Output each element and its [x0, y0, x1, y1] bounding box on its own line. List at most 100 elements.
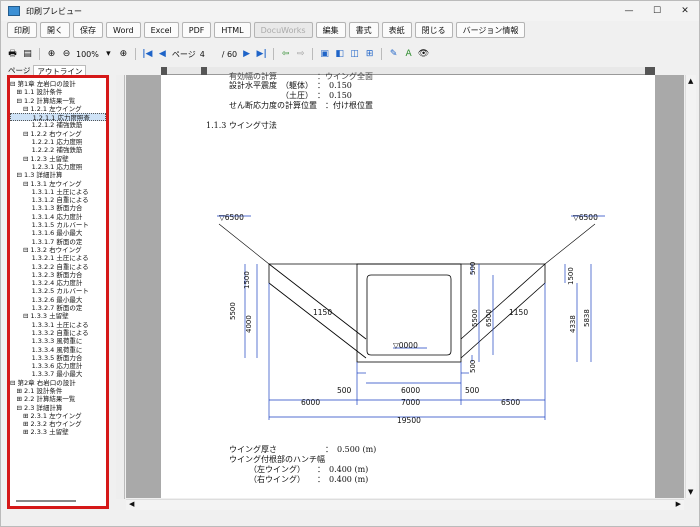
outline-item[interactable]: 1.3.3.2 自重による	[10, 328, 89, 337]
slope-right-label: 1150	[509, 308, 528, 317]
outline-item[interactable]: ⊞ 2.1 設計条件	[10, 386, 63, 395]
horizontal-ruler	[161, 67, 655, 75]
back-icon[interactable]: ⇦	[281, 49, 290, 59]
outline-item[interactable]: ⊟ 1.3.3 土留壁	[10, 312, 69, 321]
open-button[interactable]: 開く	[40, 22, 70, 38]
outline-item[interactable]: 1.3.1.5 カルバート	[10, 221, 89, 230]
excel-button[interactable]: Excel	[143, 22, 179, 38]
tab-page[interactable]: ページ	[8, 66, 31, 75]
right-dim-1: 1500	[567, 267, 575, 285]
word-button[interactable]: Word	[106, 22, 141, 38]
print-button[interactable]: 印刷	[7, 22, 37, 38]
outline-item[interactable]: 1.3.2.3 断面力合	[10, 270, 83, 279]
wing-dimension-drawing: ▽6500 ▽6500 ▽0000 1150 1150 500 6000 500…	[217, 213, 605, 425]
forward-icon[interactable]: ⇨	[296, 49, 305, 59]
right-dim-2: 4338	[569, 315, 577, 333]
html-button[interactable]: HTML	[214, 22, 251, 38]
outline-item[interactable]: 1.3.3.1 土圧による	[10, 320, 89, 329]
inner-level-label: ▽0000	[393, 341, 418, 350]
page-foot-4: （右ウイング） ： 0.400 (m)	[229, 475, 369, 484]
dim-bottom-1a: 500	[337, 386, 352, 395]
outline-item[interactable]: 1.2.3.1 応力度照	[10, 162, 83, 171]
outline-item[interactable]: ⊟ 2.3 詳細計算	[10, 403, 63, 412]
outline-item[interactable]: 1.2.1.1 応力度照査	[10, 113, 106, 122]
outline-item[interactable]: 1.3.1.7 断面の定	[10, 237, 83, 246]
main-toolbar: 印刷 開く 保存 Word Excel PDF HTML DocuWorks 編…	[7, 22, 526, 39]
single-page-icon[interactable]: ▣	[320, 49, 329, 59]
page-line-0: 有効幅の計算 ：ウイング全面	[229, 72, 373, 81]
last-page-icon[interactable]: ▶|	[256, 49, 267, 59]
outline-item[interactable]: ⊞ 2.2 計算結果一覧	[10, 395, 76, 404]
page-foot-3: （左ウイング） ： 0.400 (m)	[229, 465, 369, 474]
minimize-button[interactable]: —	[624, 6, 634, 16]
format-button[interactable]: 書式	[348, 22, 379, 38]
cover-button[interactable]: 表紙	[381, 22, 412, 38]
outline-item[interactable]: 1.3.2.5 カルバート	[10, 287, 89, 296]
outline-item[interactable]: ⊞ 1.1 設計条件	[10, 88, 63, 97]
close-button[interactable]: ✕	[681, 6, 689, 16]
outline-item[interactable]: ⊟ 1.2 計算結果一覧	[10, 96, 76, 105]
outline-item[interactable]: 1.3.3.6 応力度計	[10, 362, 83, 371]
outline-item[interactable]: ⊟ 1.2.3 土留壁	[10, 154, 69, 163]
docuworks-button[interactable]: DocuWorks	[253, 22, 313, 38]
page-setup-icon[interactable]: ▤	[23, 49, 32, 59]
outline-item[interactable]: 1.3.1.3 断面力合	[10, 204, 83, 213]
next-page-icon[interactable]: ▶	[243, 49, 251, 59]
outline-item[interactable]: 1.3.2.7 断面の定	[10, 304, 83, 313]
edit-button[interactable]: 編集	[315, 22, 346, 38]
view-icon[interactable]: 👁	[417, 49, 430, 59]
outline-item[interactable]: 1.3.3.7 最小最大	[10, 370, 83, 379]
vertical-scrollbar[interactable]: ▲ ▼	[685, 75, 696, 498]
outline-item[interactable]: ⊟ 1.3.1 左ウイング	[10, 179, 82, 188]
outline-item[interactable]: ⊞ 2.3.1 左ウイング	[10, 411, 82, 420]
outline-item[interactable]: 1.3.2.1 土圧による	[10, 254, 89, 263]
zoom-in-icon[interactable]: ⊕	[47, 49, 56, 59]
outline-item[interactable]: ⊟ 1.2.1 左ウイング	[10, 104, 82, 113]
outline-item[interactable]: ⊞ 2.3.3 土留壁	[10, 428, 69, 437]
page-line-1: 設計水平震度 （躯体） ： 0.150	[229, 81, 352, 90]
outline-item[interactable]: ⊟ 1.3 詳細計算	[10, 171, 63, 180]
outline-item[interactable]: 1.3.2.4 応力度計	[10, 279, 83, 288]
outline-item[interactable]: 1.3.2.2 自重による	[10, 262, 89, 271]
outline-item[interactable]: 1.2.2.1 応力度照	[10, 138, 83, 147]
outline-item[interactable]: 1.3.3.3 風荷重に	[10, 337, 83, 346]
ruler-icon[interactable]: ✎	[389, 49, 398, 59]
outline-item[interactable]: ⊟ 1.2.2 右ウイング	[10, 129, 82, 138]
version-info-button[interactable]: バージョン情報	[455, 22, 526, 38]
pdf-button[interactable]: PDF	[181, 22, 212, 38]
zoom-fit-icon[interactable]: ⊕	[119, 49, 128, 59]
outline-tree: ⊟ 第1章 左岩口の設計 ⊞ 1.1 設計条件 ⊟ 1.2 計算結果一覧 ⊟ 1…	[7, 75, 109, 509]
outline-item[interactable]: 1.2.1.2 補強鉄筋	[10, 121, 83, 130]
outline-scrollbar[interactable]	[16, 500, 76, 502]
outline-item[interactable]: 1.3.1.1 土圧による	[10, 187, 89, 196]
outline-item[interactable]: ⊟ 第2章 右岩口の設計	[10, 378, 76, 387]
first-page-icon[interactable]: |◀	[142, 49, 153, 59]
text-icon[interactable]: A	[405, 49, 412, 59]
close-preview-button[interactable]: 閉じる	[414, 22, 453, 38]
outline-item[interactable]: ⊟ 1.3.2 右ウイング	[10, 245, 82, 254]
prev-page-icon[interactable]: ◀	[158, 49, 166, 59]
outline-item[interactable]: 1.3.1.2 自重による	[10, 196, 89, 205]
outline-item[interactable]: ⊟ 第1章 左岩口の設計	[10, 80, 76, 88]
current-page-input[interactable]: 4	[199, 49, 205, 59]
multi-pages-icon[interactable]: ⊞	[365, 49, 374, 59]
outline-item[interactable]: 1.3.2.6 最小最大	[10, 295, 83, 304]
maximize-button[interactable]: ☐	[652, 6, 662, 16]
outline-item[interactable]: 1.3.1.6 最小最大	[10, 229, 83, 238]
outline-item[interactable]: 1.3.1.4 応力度計	[10, 212, 83, 221]
page-width-icon[interactable]: ◧	[335, 49, 344, 59]
tab-outline[interactable]: アウトライン	[33, 65, 87, 76]
print-icon[interactable]: 🖶	[8, 49, 17, 59]
horizontal-scrollbar[interactable]: ◀ ▶	[126, 499, 684, 510]
outline-item[interactable]: 1.3.3.5 断面力合	[10, 353, 83, 362]
center-dim-3: 6500	[485, 309, 493, 327]
outline-item[interactable]: 1.3.3.4 風荷重に	[10, 345, 83, 354]
save-button[interactable]: 保存	[73, 22, 103, 38]
two-pages-icon[interactable]: ◫	[350, 49, 359, 59]
outline-item[interactable]: 1.2.2.2 補強鉄筋	[10, 146, 83, 155]
zoom-level[interactable]: 100%	[76, 49, 99, 59]
page-line-3: せん断応力度の計算位置 ：付け根位置	[229, 101, 373, 110]
zoom-dropdown-icon[interactable]: ▾	[106, 49, 111, 59]
zoom-out-icon[interactable]: ⊖	[62, 49, 71, 59]
outline-item[interactable]: ⊞ 2.3.2 右ウイング	[10, 420, 82, 429]
